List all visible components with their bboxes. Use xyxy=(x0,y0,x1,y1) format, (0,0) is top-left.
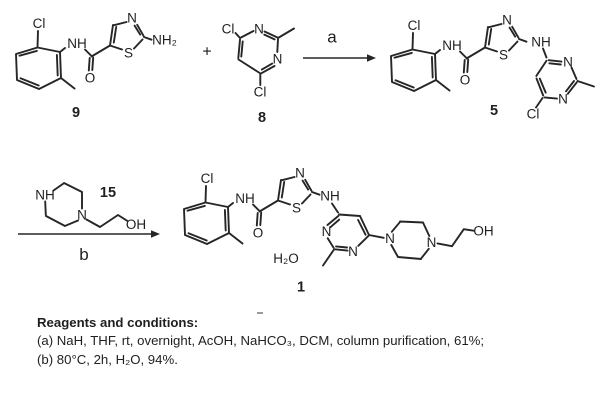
pyrimidine-n3-label: N xyxy=(322,224,332,239)
compound-5-number: 5 xyxy=(490,103,498,119)
compound-5-bonds xyxy=(535,47,595,109)
pyrimidine-n1-label: N xyxy=(558,92,568,107)
compound-5-double-bond-lines xyxy=(538,62,575,94)
link-nh-label: NH xyxy=(320,189,340,204)
arrow-b-head xyxy=(151,230,160,238)
piperazine-n-right-label: N xyxy=(427,235,437,250)
compound-5-core xyxy=(390,11,528,92)
piperazine-n-left-label: N xyxy=(385,231,395,246)
reaction-arrow-a: a xyxy=(303,28,376,62)
step-b-label: b xyxy=(79,245,88,264)
compound-1-number: 1 xyxy=(297,280,305,296)
compound-9-number: 9 xyxy=(72,105,80,121)
compound-9: NH₂ 9 xyxy=(15,9,177,121)
piperazine-nh-label: NH xyxy=(35,188,55,203)
footer-line-a: (a) NaH, THF, rt, overnight, AcOH, NaHCO… xyxy=(37,333,485,349)
chlorine-label: Cl xyxy=(527,107,540,122)
compound-8: Cl N N Cl 8 xyxy=(222,22,295,126)
footer-line-b: (b) 80°C, 2h, H₂O, 94%. xyxy=(37,351,178,367)
compound-1-bonds xyxy=(322,202,475,267)
reaction-arrow-b: b xyxy=(18,230,160,264)
arrow-a-head xyxy=(367,54,376,62)
hydroxyl-oh-label: OH xyxy=(473,224,493,239)
compound-15-bonds xyxy=(44,182,128,228)
stray-mark xyxy=(257,312,263,314)
pyrimidine-n1-label: N xyxy=(348,244,358,259)
link-nh-label: NH xyxy=(531,35,551,50)
reaction-scheme-canvas: Cl NH O N S NH₂ 9 + Cl N N Cl 8 a NH N N xyxy=(15,9,595,296)
compound-8-bonds xyxy=(234,27,295,86)
pyrimidine-n3-label: N xyxy=(273,52,283,67)
footer-heading: Reagents and conditions: xyxy=(37,315,199,330)
plus-sign: + xyxy=(202,44,211,61)
compound-1-double-bond-lines xyxy=(329,218,367,249)
reagents-and-conditions: Reagents and conditions: (a) NaH, THF, r… xyxy=(37,314,577,369)
compound-8-double-bond-lines xyxy=(240,33,276,71)
compound-5: NH N N Cl 5 xyxy=(390,11,595,122)
compound-8-number: 8 xyxy=(258,110,266,126)
compound-9-core xyxy=(15,9,153,90)
hydroxyl-oh-label: OH xyxy=(126,217,146,232)
amine-nh2-label: NH₂ xyxy=(152,33,177,48)
compound-15: NH N OH 15 xyxy=(35,182,146,232)
pyrimidine-n1-label: N xyxy=(254,22,264,37)
step-a-label: a xyxy=(327,28,337,47)
hydrate-water-label: H₂O xyxy=(273,251,299,266)
compound-1: NH N N N N OH H₂O 1 xyxy=(183,164,494,296)
compound-1-core xyxy=(183,164,321,245)
chlorine-label: Cl xyxy=(222,22,235,37)
piperazine-n-label: N xyxy=(77,208,87,223)
chlorine-label: Cl xyxy=(254,85,267,100)
pyrimidine-n3-label: N xyxy=(563,55,573,70)
compound-15-number: 15 xyxy=(100,185,116,201)
